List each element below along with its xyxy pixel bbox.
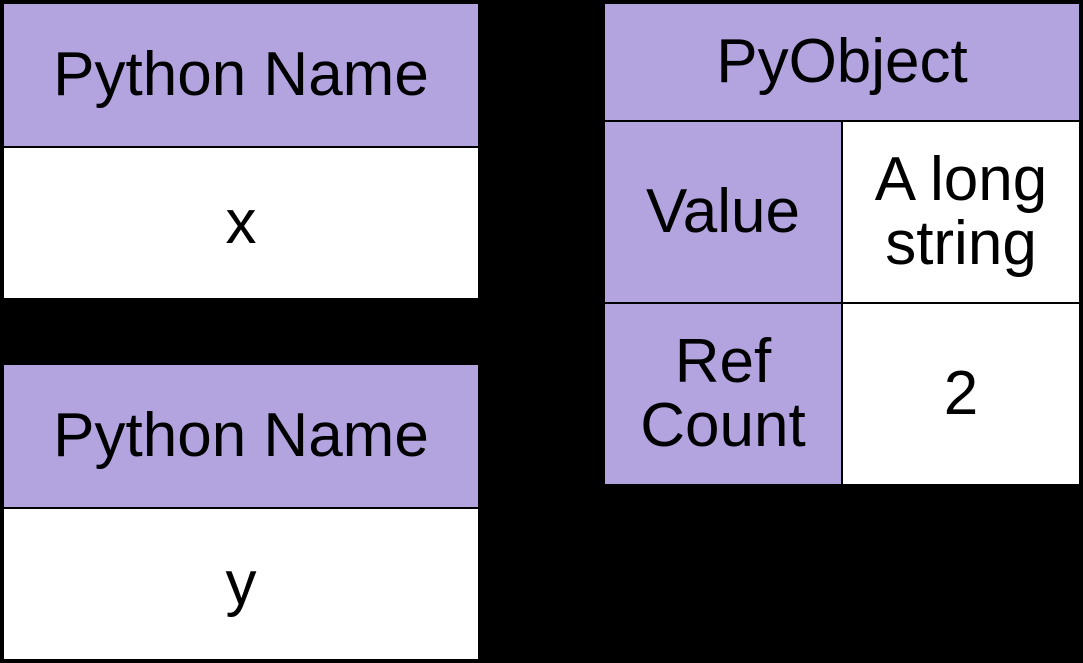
pyobject-value-key: Value [605,122,841,302]
python-name-box-y: Python Name y [2,363,480,661]
pyobject-value-data: A long string [841,122,1079,302]
pyobject-row-value: Value A long string [605,120,1079,302]
pyobject-title: PyObject [605,4,1079,120]
python-name-header: Python Name [4,4,478,146]
pyobject-box: PyObject Value A long string Ref Count 2 [603,2,1081,484]
pyobject-refcount-data: 2 [841,304,1079,484]
pyobject-row-refcount: Ref Count 2 [605,302,1079,484]
python-name-value: x [4,146,478,298]
python-name-value: y [4,507,478,659]
python-name-header: Python Name [4,365,478,507]
pyobject-refcount-key: Ref Count [605,304,841,484]
python-name-box-x: Python Name x [2,2,480,300]
